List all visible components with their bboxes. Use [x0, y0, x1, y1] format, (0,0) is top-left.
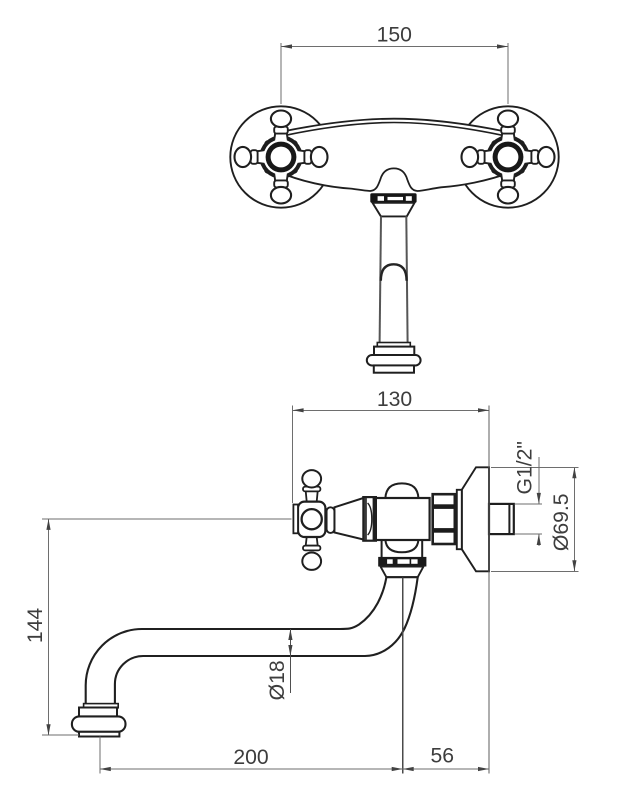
svg-text:130: 130	[377, 388, 412, 411]
svg-text:144: 144	[24, 608, 47, 644]
svg-text:56: 56	[431, 745, 455, 768]
svg-text:200: 200	[233, 746, 268, 769]
svg-text:Ø18: Ø18	[266, 660, 289, 700]
svg-text:Ø69.5: Ø69.5	[550, 493, 573, 551]
svg-text:G1/2": G1/2"	[513, 441, 536, 494]
svg-text:150: 150	[377, 24, 412, 47]
